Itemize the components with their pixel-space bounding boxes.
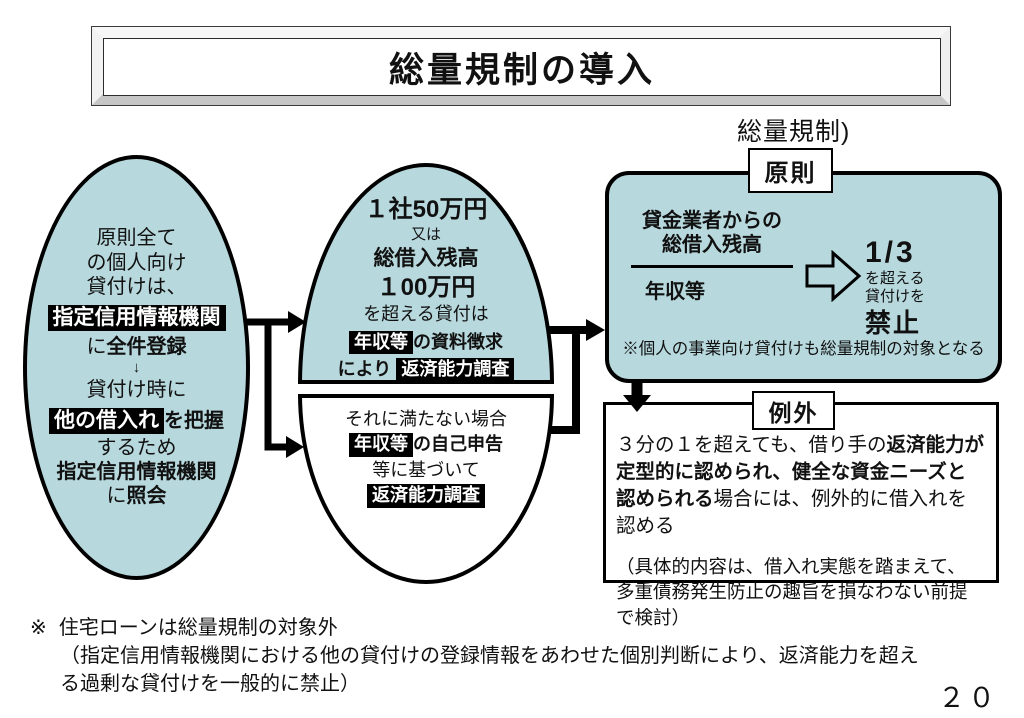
arrowhead-to-principle-icon bbox=[586, 319, 605, 341]
principle-note: ※個人の事業向け貸付けも総量規制の対象となる bbox=[622, 339, 985, 358]
footnote-line: る過剰な貸付けを一般的に禁止） bbox=[60, 673, 360, 695]
prohibited-text: 禁止 bbox=[865, 307, 922, 338]
dome-line: 総借入残高 bbox=[373, 246, 479, 270]
dome-line: １00万円 bbox=[376, 273, 476, 301]
ellipse-line: 指定信用情報機関 bbox=[56, 461, 217, 484]
reference-mark: ※ bbox=[30, 617, 47, 639]
dome-line: を超える貸付は bbox=[363, 304, 489, 325]
down-arrow-icon: ↓ bbox=[132, 359, 141, 377]
text-segment: の資料徴求 bbox=[413, 331, 503, 352]
repayment-check-highlight: 返済能力調査 bbox=[367, 484, 485, 508]
text-segment: の自己申告 bbox=[413, 434, 503, 455]
text-segment: により bbox=[337, 358, 392, 379]
lower-condition-shape: それに満たない場合 年収等の自己申告 等に基づいて 返済能力調査 bbox=[298, 394, 554, 584]
text-segment: に bbox=[106, 485, 127, 508]
left-ellipse-registration: 原則全て の個人向け 貸付けは、 指定信用情報機関 に全件登録 ↓ 貸付け時に … bbox=[23, 155, 250, 580]
ellipse-line: 貸付けは、 bbox=[86, 275, 187, 298]
ellipse-line: 原則全て bbox=[96, 227, 177, 250]
text-segment: 照会 bbox=[126, 485, 167, 508]
title-banner: 総量規制の導入 bbox=[91, 26, 951, 106]
principle-box: 貸金業者からの 総借入残高 年収等 1/3 を超える 貸付けを 禁止 ※個人の事… bbox=[605, 171, 1002, 383]
debt-income-fraction: 貸金業者からの 総借入残高 年収等 bbox=[631, 209, 793, 304]
arrow-ellipse-to-bowl bbox=[264, 322, 286, 451]
total-volume-tag: 総量規制) bbox=[737, 118, 851, 146]
text-segment: ３分の１を超えても、借り手の bbox=[616, 435, 887, 456]
ellipse-line: に照会 bbox=[107, 484, 167, 508]
bowl-line: それに満たない場合 bbox=[345, 409, 507, 429]
text-segment: に bbox=[86, 335, 107, 358]
exception-box: ３分の１を超えても、借り手の返済能力が定型的に認められ、健全な資金ニーズと認めら… bbox=[603, 402, 999, 629]
bowl-line: 年収等の自己申告 bbox=[302, 433, 550, 457]
one-third-value: 1/3 bbox=[865, 236, 916, 269]
dome-line: 又は bbox=[410, 226, 441, 244]
page-title: 総量規制の導入 bbox=[388, 50, 655, 90]
page-number: ２０ bbox=[938, 683, 998, 713]
block-right-arrow-icon bbox=[805, 250, 861, 302]
text-segment: 貸付けを bbox=[865, 288, 926, 306]
income-highlight: 年収等 bbox=[349, 330, 413, 354]
exception-detail: （具体的内容は、借入れ実態を踏まえて、多重債務発生防止の趣旨を損なわない前提で検… bbox=[616, 557, 968, 629]
footnote-line: ※ 住宅ローンは総量規制の対象外 bbox=[30, 614, 919, 642]
ellipse-line: 他の借入れを把握 bbox=[49, 408, 224, 434]
text-segment: を把握 bbox=[164, 410, 224, 433]
other-borrowing-highlight: 他の借入れ bbox=[49, 408, 164, 434]
bowl-line: 等に基づいて bbox=[372, 459, 480, 480]
exception-body: ３分の１を超えても、借り手の返済能力が定型的に認められ、健全な資金ニーズと認めら… bbox=[616, 433, 984, 541]
ellipse-line: に全件登録 bbox=[87, 335, 187, 359]
footnote: ※ 住宅ローンは総量規制の対象外 （指定信用情報機関における他の貸付けの登録情報… bbox=[30, 614, 919, 698]
text-segment: を超える bbox=[865, 270, 925, 288]
exception-label: 例外 bbox=[752, 391, 835, 430]
text-segment: 貸金業者からの bbox=[642, 210, 782, 232]
ellipse-line: 指定信用情報機関 bbox=[47, 305, 226, 331]
text-segment: 総借入残高 bbox=[662, 234, 762, 256]
repayment-check-highlight: 返済能力調査 bbox=[396, 357, 515, 382]
dome-line: 年収等の資料徴求 bbox=[302, 330, 550, 354]
text-segment: 住宅ローンは総量規制の対象外 bbox=[58, 617, 338, 639]
dome-line: １社50万円 bbox=[364, 196, 488, 223]
text-segment: 返済能力が定型的に認められ、健全な資金ニーズと認められる bbox=[616, 435, 984, 510]
principle-label: 原則 bbox=[748, 148, 833, 193]
upper-condition-shape: １社50万円 又は 総借入残高 １00万円 を超える貸付は 年収等の資料徴求 に… bbox=[298, 163, 554, 384]
text-segment: 場合には、例外的に借入れを認める bbox=[616, 488, 968, 537]
fraction-numerator: 貸金業者からの 総借入残高 bbox=[631, 209, 793, 257]
income-highlight: 年収等 bbox=[349, 433, 413, 457]
fraction-denominator: 年収等 bbox=[645, 281, 705, 303]
title-banner-inner: 総量規制の導入 bbox=[103, 38, 941, 96]
fraction-bar bbox=[631, 265, 793, 268]
text-segment: 全件登録 bbox=[106, 335, 187, 358]
ellipse-line: の個人向け bbox=[86, 251, 187, 274]
bowl-line: 返済能力調査 bbox=[302, 484, 550, 508]
ellipse-line: するため bbox=[96, 436, 177, 459]
dome-line: により 返済能力調査 bbox=[302, 357, 550, 382]
ellipse-line: 貸付け時に bbox=[86, 378, 187, 401]
result-column: 1/3 を超える 貸付けを 禁止 bbox=[865, 235, 925, 338]
credit-bureau-highlight: 指定信用情報機関 bbox=[47, 305, 226, 331]
footnote-line: （指定信用情報機関における他の貸付けの登録情報をあわせた個別判断により、返済能力… bbox=[60, 645, 919, 667]
